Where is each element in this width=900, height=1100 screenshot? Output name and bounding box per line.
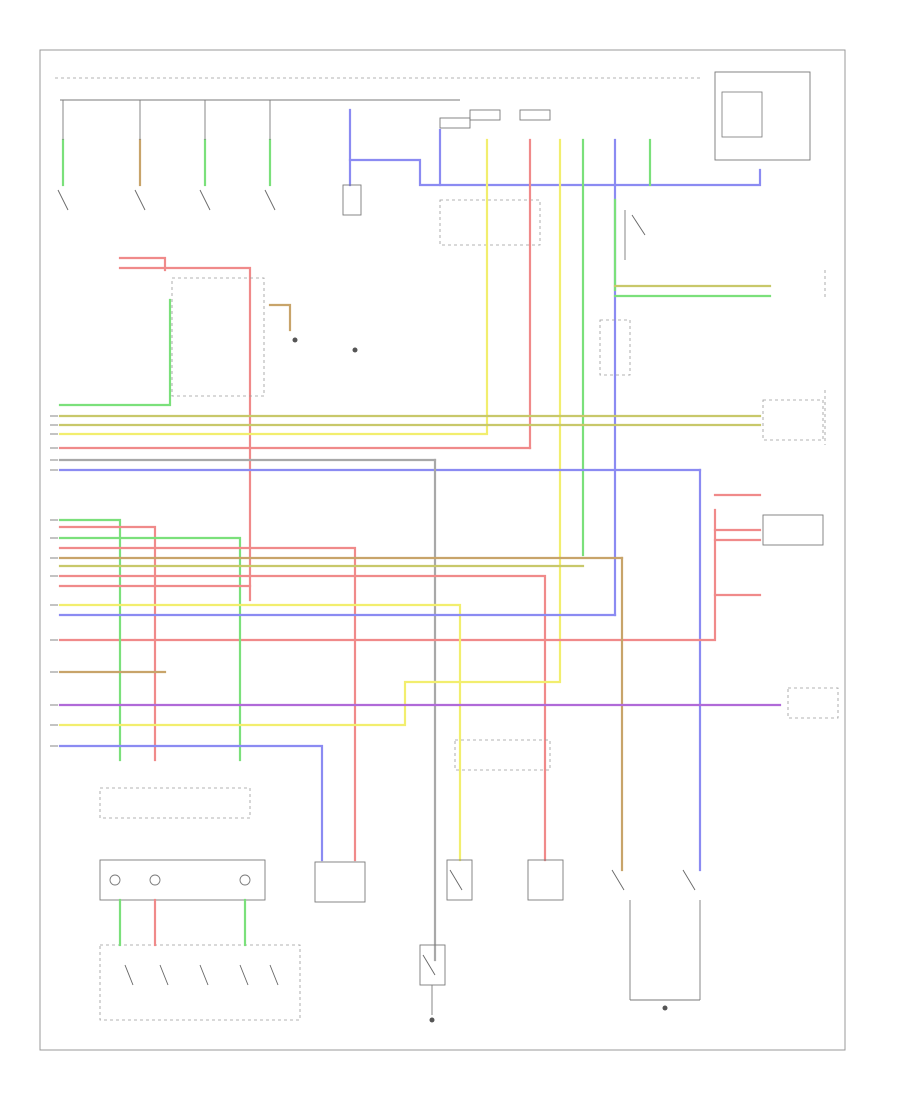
top-switches [57,184,362,216]
diode-block [171,277,265,397]
ground-g202 [292,337,298,343]
tan-branch [268,303,292,332]
cruise-control-main-switch [99,787,301,1021]
ignition-switch-block [439,109,551,246]
cruise-set-resume-switch-block [454,739,551,771]
green-loop-wire [58,298,172,407]
red-loop-wire [118,266,252,602]
center-verticals [485,138,652,682]
ground-g401 [429,1017,435,1023]
combination-meter-block [599,210,646,376]
left-terminal-ticks [50,415,58,747]
stop-lamp-connector [787,687,839,719]
vehicle-speed-sensor [419,944,446,1015]
ground-g101 [662,1005,668,1011]
clutch-switch-lower [611,869,701,1001]
brake-switch-lower [527,859,564,901]
right-components [58,399,824,642]
cruise-bottom-verticals [118,898,247,947]
relay-control-unit [714,71,811,161]
middle-horizontal-bus [58,518,624,862]
ground-g103 [352,347,358,353]
stop-lamp-switch-lower [446,859,473,901]
fuse-block [314,861,366,903]
blue-top-wire [348,158,762,187]
upper-horizontal-bus [58,414,762,472]
top-left-feeds [61,100,352,187]
diagram-frame [39,49,846,1051]
red-stub [118,256,167,272]
relay-control-inner [721,91,763,138]
lower-horizontal-bus [58,670,782,862]
